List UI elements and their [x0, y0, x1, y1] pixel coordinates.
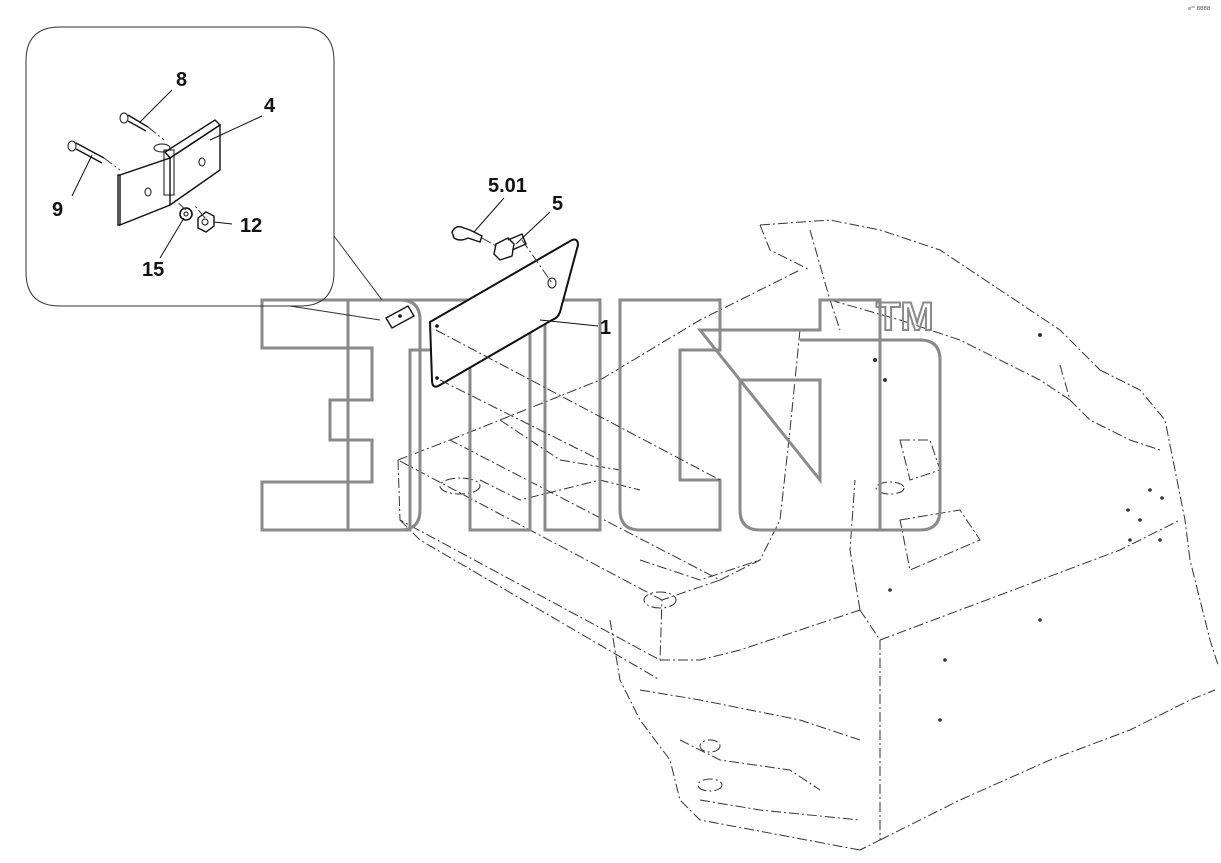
- callout-1: 1: [600, 317, 611, 339]
- callouts: 8 4 9 12 15 5.01 5 1: [52, 69, 611, 339]
- page-corner-code: e²⁰ BBBB: [1188, 6, 1211, 12]
- callout-15: 15: [142, 259, 164, 281]
- key-part: [451, 225, 483, 243]
- leader-lines: [71, 89, 721, 481]
- screw-part-8: [119, 112, 149, 132]
- nut-part-12: [197, 211, 215, 233]
- washer-part-15: [179, 207, 193, 221]
- screw-part-9: [67, 140, 105, 164]
- callout-8: 8: [176, 69, 187, 91]
- cover-panel: [428, 238, 580, 388]
- trademark-symbol: TM: [876, 295, 934, 339]
- callout-12: 12: [240, 215, 262, 237]
- lock-part: [493, 233, 527, 261]
- callout-9: 9: [52, 199, 63, 221]
- detail-inset: [25, 26, 383, 321]
- hinge-part: [117, 119, 222, 227]
- callout-5: 5: [552, 193, 563, 215]
- hinge-assembled: [385, 305, 415, 329]
- callout-4: 4: [264, 95, 276, 117]
- machine-frame: [397, 219, 1219, 851]
- callout-5-01: 5.01: [488, 175, 527, 197]
